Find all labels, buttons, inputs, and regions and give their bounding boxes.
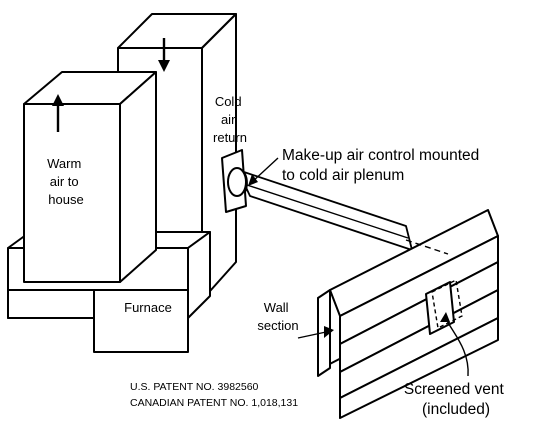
leader-lines <box>248 157 469 377</box>
us-patent-label: U.S. PATENT NO. 3982560 <box>130 381 259 393</box>
hidden-pipe-segment <box>405 239 449 255</box>
furnace-label: Furnace <box>124 300 172 315</box>
vent-label: Screened vent (included) <box>404 381 508 418</box>
wall-section-label: Wall section <box>257 300 298 333</box>
control-label: Make-up air control mounted to cold air … <box>282 147 484 184</box>
control-mounting-plate <box>221 149 247 213</box>
control-arrowhead <box>248 174 258 186</box>
canadian-patent-label: CANADIAN PATENT NO. 1,018,131 <box>130 397 298 409</box>
vent-arrowhead <box>440 312 450 322</box>
cold-air-arrow <box>158 38 170 72</box>
wall-arrowhead <box>324 326 334 338</box>
cold-air-label: Cold air return <box>213 94 247 145</box>
warm-air-label: Warm air to house <box>47 156 85 207</box>
warm-air-duct <box>23 71 157 283</box>
warm-air-arrow <box>52 94 64 132</box>
